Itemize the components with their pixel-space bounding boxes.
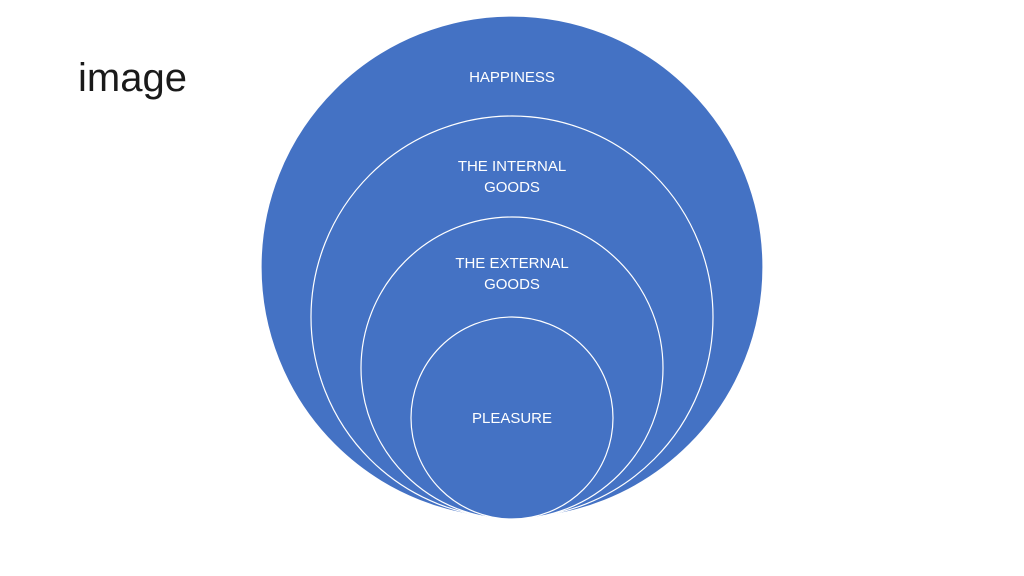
label-internal-goods-line1: THE INTERNAL — [458, 158, 566, 175]
label-pleasure: PLEASURE — [472, 410, 552, 427]
label-external-goods-line2: GOODS — [484, 276, 540, 293]
label-internal-goods-line2: GOODS — [484, 179, 540, 196]
circle-pleasure — [410, 316, 614, 520]
slide-title: image — [78, 56, 187, 100]
label-external-goods-line1: THE EXTERNAL — [455, 255, 568, 272]
label-happiness: HAPPINESS — [469, 69, 555, 86]
